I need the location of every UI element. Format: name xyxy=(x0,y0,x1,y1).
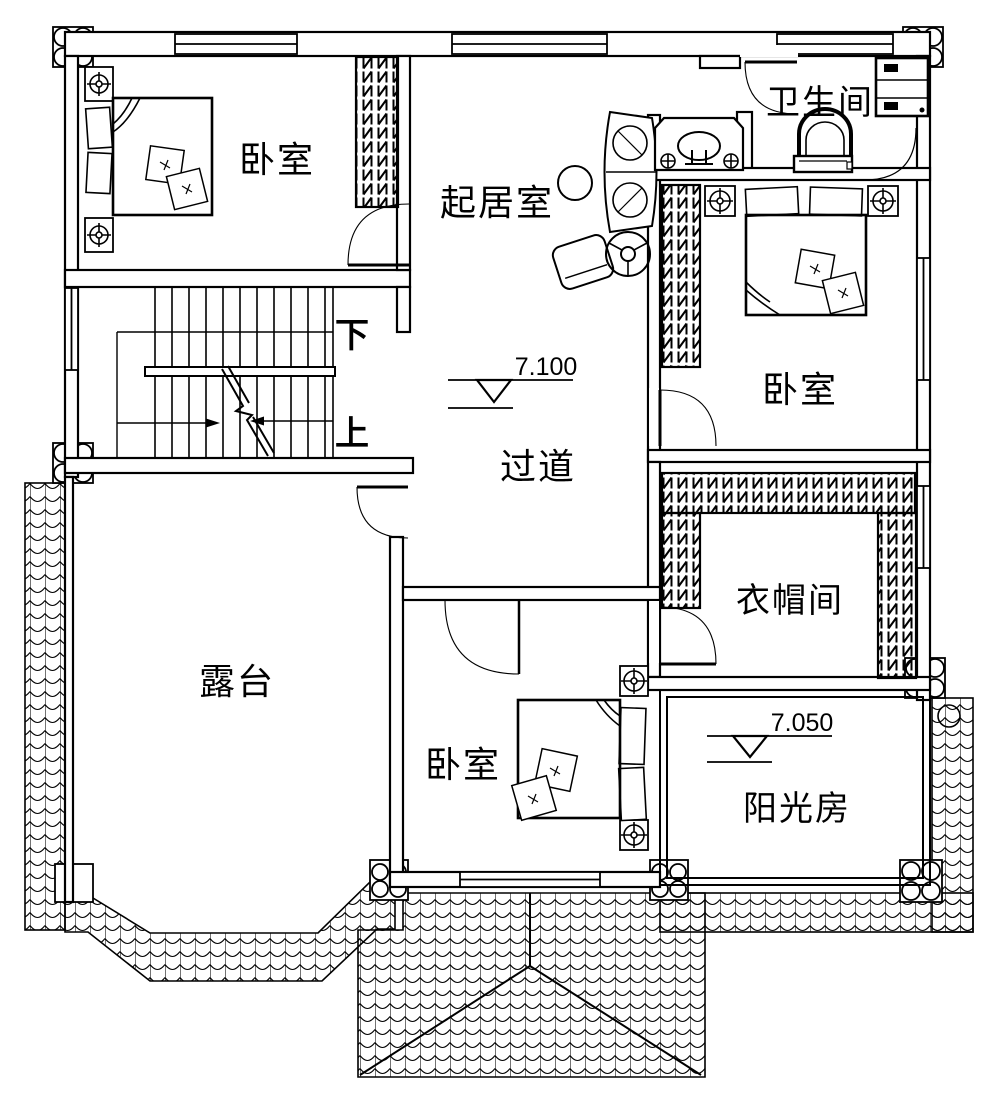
lamp-icon xyxy=(870,188,896,214)
lamp-icon xyxy=(621,668,647,694)
wall-stair-stub xyxy=(395,285,412,334)
window-top-1 xyxy=(174,33,298,55)
pillow xyxy=(618,706,647,766)
furniture-bedroom3 xyxy=(510,665,649,851)
shower-corner-arc xyxy=(863,127,917,181)
label-bathroom: 卫生间 xyxy=(766,84,874,122)
label-closet: 衣帽间 xyxy=(736,582,844,620)
bed xyxy=(111,96,214,217)
pillow xyxy=(808,186,864,217)
window-bedroom3 xyxy=(459,871,601,888)
wall-bedroom2-south xyxy=(646,448,932,464)
label-elevation-sunroom: 7.050 xyxy=(771,709,834,737)
column-sunroom-corner xyxy=(899,859,943,903)
window-top-3 xyxy=(776,33,894,55)
furniture-living xyxy=(551,110,658,290)
blanket-fold xyxy=(112,97,141,133)
wall-bedroom3-north xyxy=(401,585,662,602)
faucet-icons xyxy=(660,150,739,169)
blanket-fold xyxy=(595,699,621,727)
elevation-marker-sunroom xyxy=(707,734,832,763)
label-living-room: 起居室 xyxy=(440,182,554,223)
lamp-icon xyxy=(707,188,733,214)
label-bedroom-right: 卧室 xyxy=(762,369,838,410)
pillow xyxy=(744,185,800,218)
wall-stair-south xyxy=(63,456,415,475)
pillow xyxy=(617,766,648,822)
bed xyxy=(516,698,622,820)
label-hallway: 过道 xyxy=(500,446,576,487)
roof-porch xyxy=(357,892,706,1078)
quilt-squares xyxy=(794,248,865,315)
armchair xyxy=(551,234,615,290)
side-table xyxy=(557,165,593,201)
wardrobes xyxy=(354,55,918,680)
label-stair-up: 上 xyxy=(335,415,369,453)
blanket-fold xyxy=(745,281,781,316)
wardrobe-bedroom2 xyxy=(660,183,702,369)
window-right-1 xyxy=(916,257,931,381)
door-terrace xyxy=(356,485,409,539)
toilet xyxy=(792,107,854,174)
sunroom-walls xyxy=(659,689,931,886)
pillow xyxy=(84,106,114,150)
staircase xyxy=(116,287,336,458)
lamp-icon xyxy=(87,223,111,247)
stair-direction-arrows xyxy=(117,416,333,428)
wall-bedroom1-south xyxy=(63,268,412,289)
closet-rail-east xyxy=(876,511,918,680)
roof-ridge-lines xyxy=(359,704,961,1076)
label-elevation-hallway: 7.100 xyxy=(515,353,578,381)
round-stand xyxy=(605,231,651,277)
quilt-squares xyxy=(510,747,579,822)
roof-strip-left xyxy=(24,482,66,931)
closet-rail-west xyxy=(660,511,702,610)
window-left xyxy=(64,287,79,371)
wardrobe-bedroom1 xyxy=(354,55,400,209)
windows xyxy=(64,33,931,888)
window-right-2 xyxy=(916,485,931,569)
door-bedroom3 xyxy=(444,599,521,675)
stair-handrail xyxy=(144,366,336,377)
label-bedroom-top-left: 卧室 xyxy=(239,139,315,180)
quilt-squares xyxy=(144,144,209,211)
bed xyxy=(744,213,868,317)
wall-bedroom3-west xyxy=(388,535,405,887)
roof-band-terrace xyxy=(64,880,396,982)
stair-void-outline xyxy=(116,331,333,458)
closet-rail-north xyxy=(660,471,917,515)
door-bathroom xyxy=(744,60,798,115)
label-sunroom: 阳光房 xyxy=(743,790,851,828)
window-top-2 xyxy=(451,33,608,55)
vanity xyxy=(653,116,745,172)
lamp-icon xyxy=(621,822,647,848)
pillow xyxy=(85,151,113,195)
label-bedroom-bottom: 卧室 xyxy=(425,744,501,785)
lamp-icon xyxy=(87,72,111,96)
furniture-bathroom xyxy=(792,56,930,181)
label-stair-down: 下 xyxy=(335,317,369,355)
bathroom-cabinet xyxy=(874,56,930,118)
terrace-parapet-left xyxy=(63,475,75,904)
doors xyxy=(347,45,798,675)
furniture-bedroom2 xyxy=(704,185,899,317)
furniture-bedroom1 xyxy=(84,66,214,253)
elevation-marker-hallway xyxy=(448,378,573,409)
label-terrace: 露台 xyxy=(199,661,275,702)
sink-basin xyxy=(677,131,721,161)
sofa xyxy=(603,110,658,234)
wall-top-jog xyxy=(698,54,742,70)
door-bedroom2 xyxy=(658,389,717,447)
wall-left xyxy=(63,54,80,479)
